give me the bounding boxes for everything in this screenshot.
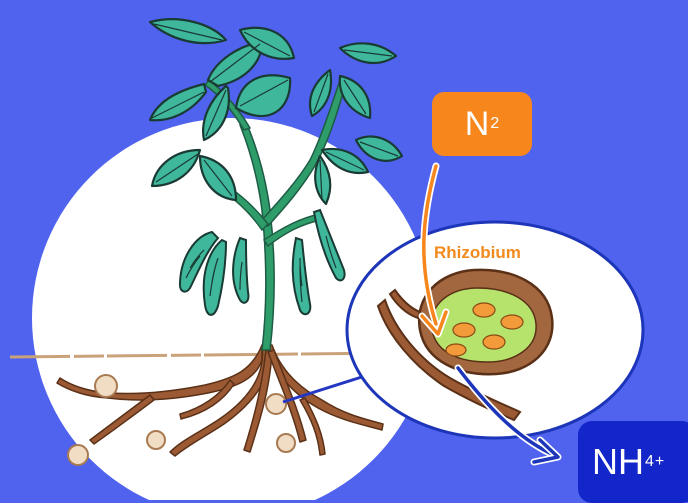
rhizobium-label: Rhizobium [434, 243, 521, 263]
nh4-main: NH [592, 441, 644, 483]
nodule-5 [266, 394, 286, 414]
nodule-2 [147, 431, 165, 449]
leaf-3 [150, 19, 226, 43]
nh4-subscript: 4 [645, 453, 654, 471]
leaf-5 [236, 75, 290, 116]
nh4-superscript: + [655, 453, 664, 471]
n2-main: N [465, 105, 490, 144]
n2-subscript: 2 [490, 115, 499, 133]
nodule-3 [277, 434, 295, 452]
nodule-1 [95, 375, 117, 397]
nodule-4 [68, 445, 88, 465]
